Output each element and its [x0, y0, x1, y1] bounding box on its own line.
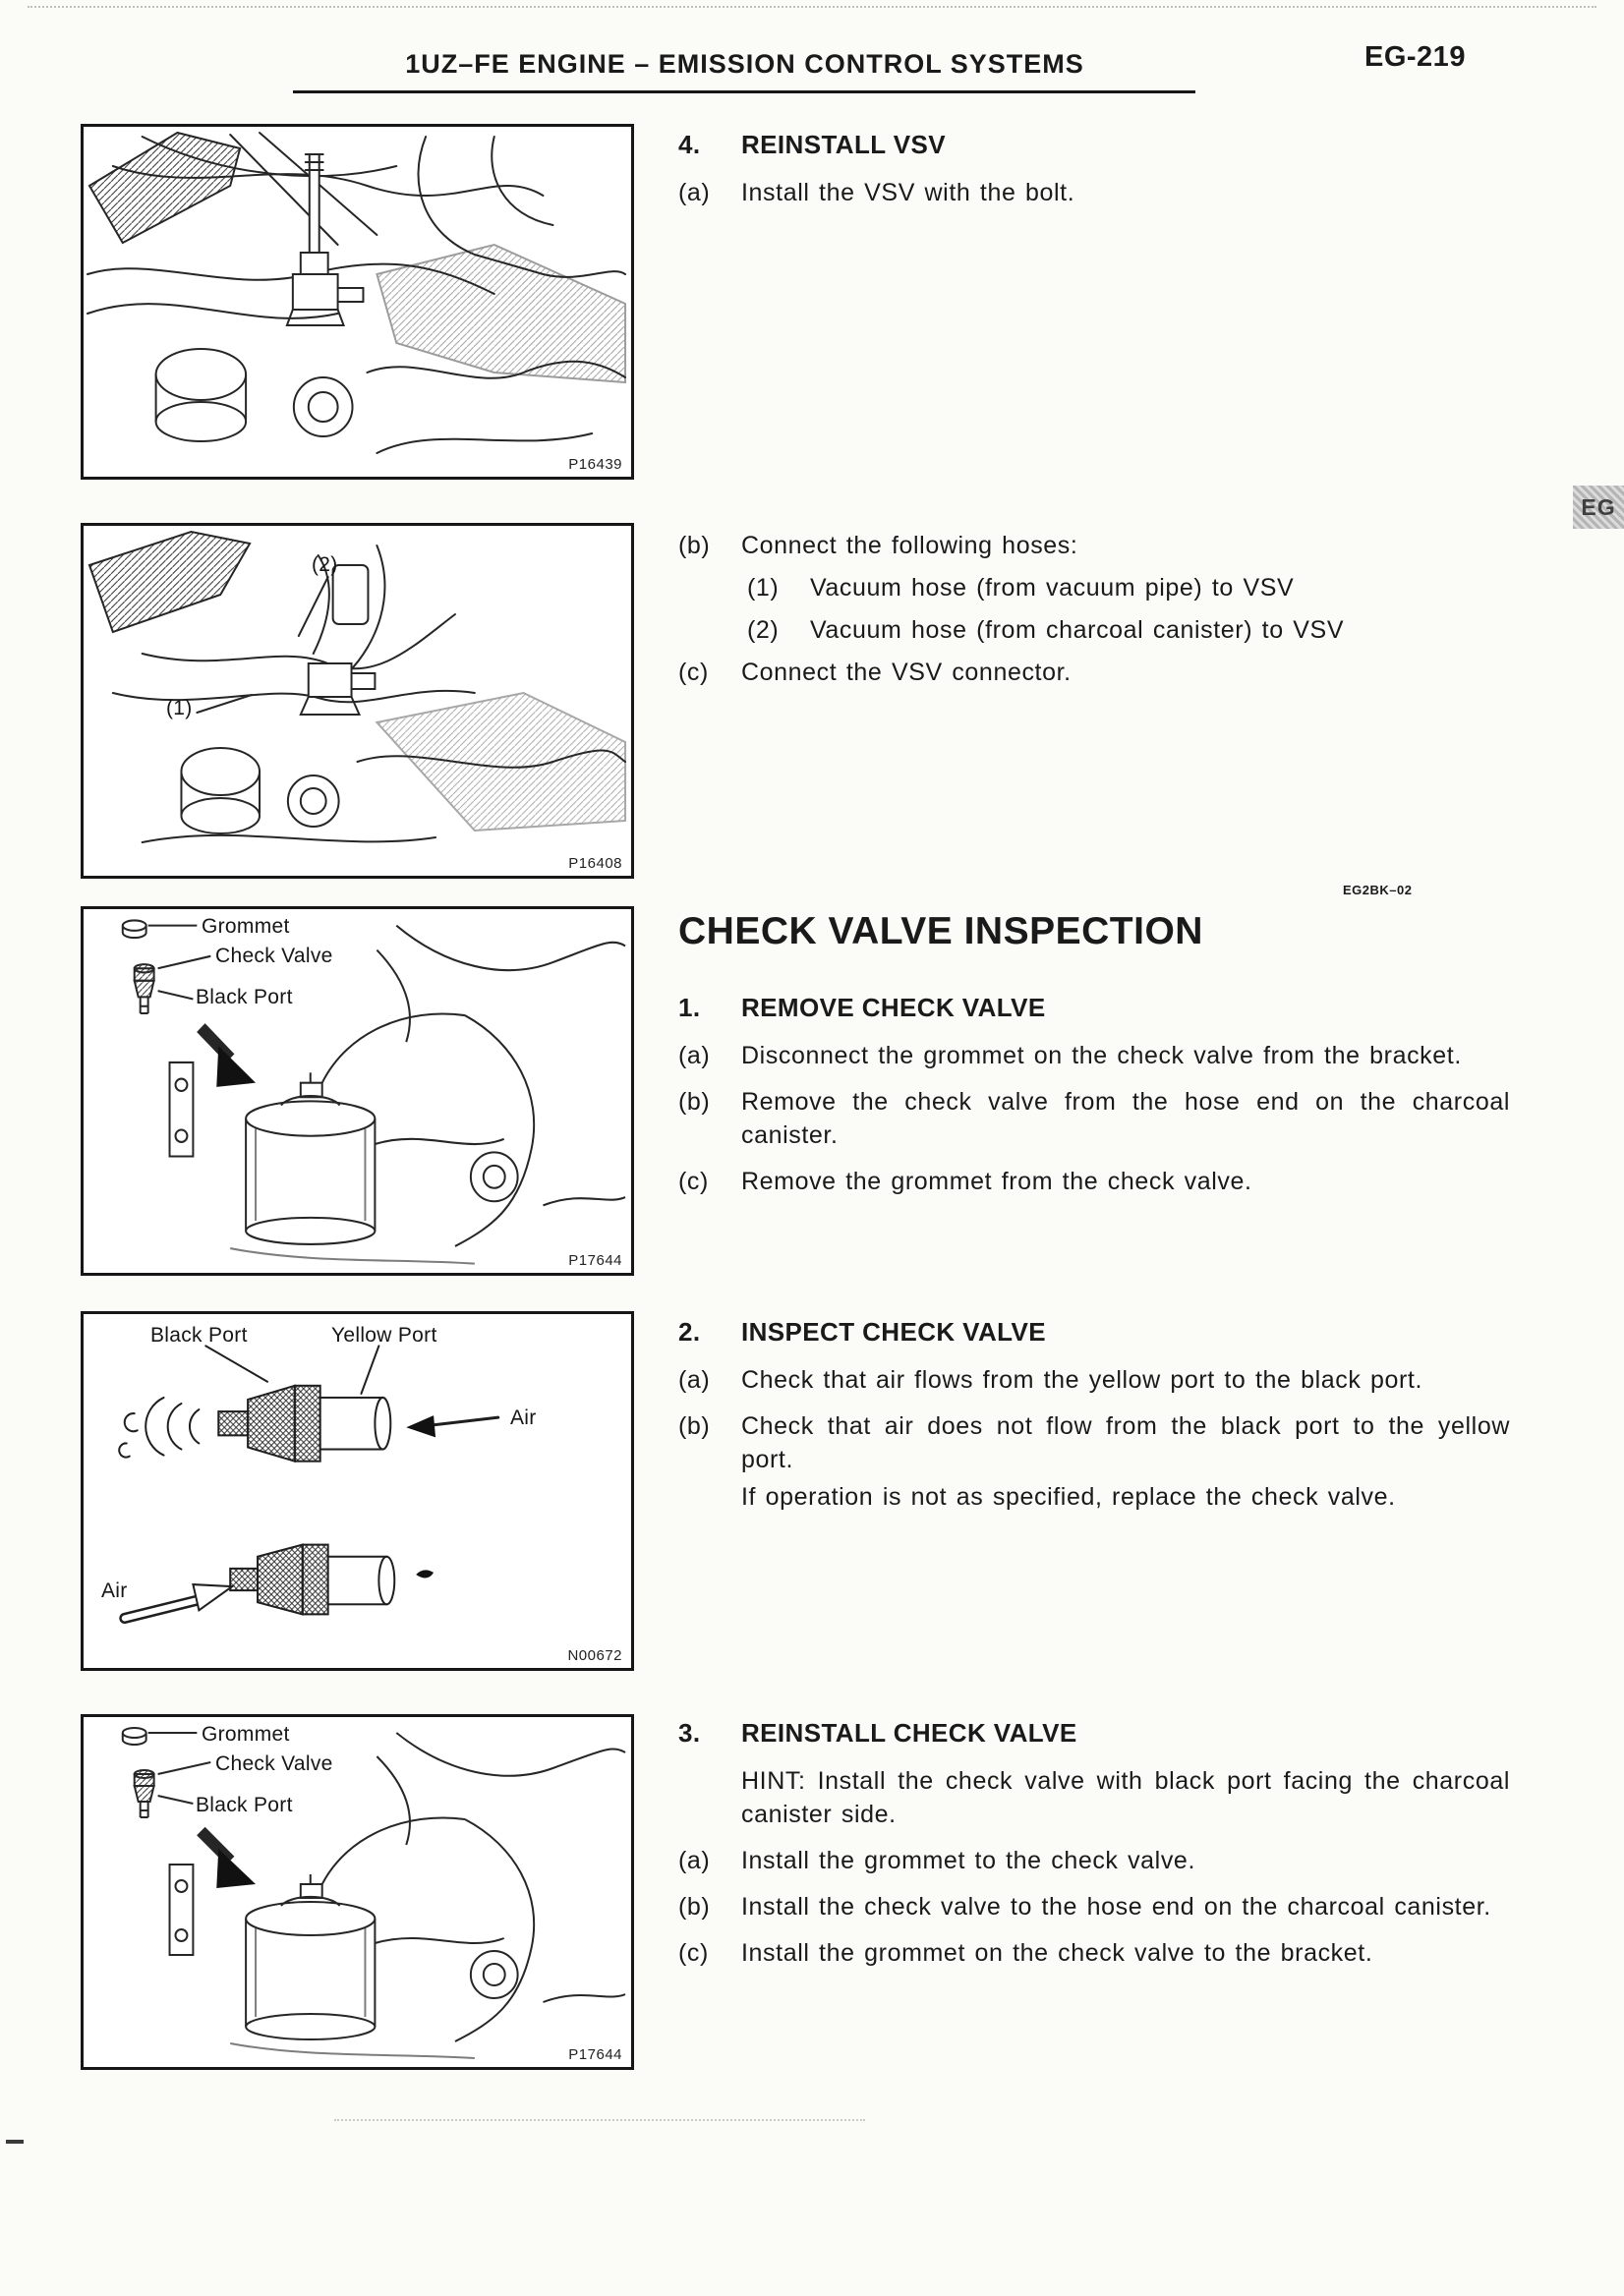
- step-a: (a) Disconnect the grommet on the check …: [678, 1039, 1510, 1072]
- black-port-label: Black Port: [196, 1794, 293, 1816]
- scan-artifact-bottom: [334, 2119, 865, 2121]
- step-text: Connect the following hoses:: [741, 532, 1078, 559]
- step-c: (c) Install the grommet on the check val…: [678, 1936, 1510, 1970]
- scan-artifact-dash: [6, 2140, 24, 2144]
- step-a: (a) Check that air flows from the yellow…: [678, 1363, 1510, 1397]
- step-b-2: (2) Vacuum hose (from charcoal canister)…: [747, 613, 1510, 647]
- yellow-port-label: Yellow Port: [331, 1324, 437, 1347]
- section-tab-eg: EG: [1573, 486, 1624, 529]
- figure-code: N00672: [567, 1647, 622, 1664]
- step-label: (b): [678, 1412, 711, 1440]
- step-label: (a): [678, 1366, 711, 1394]
- step-label: (c): [678, 1168, 709, 1195]
- scan-artifact-top: [28, 6, 1596, 8]
- step-text: Disconnect the grommet on the check valv…: [741, 1042, 1462, 1069]
- step-label: (c): [678, 659, 709, 686]
- check-valve-airflow-illustration: [118, 1345, 500, 1624]
- step-b-note: If operation is not as specified, replac…: [678, 1480, 1510, 1514]
- step-text: Remove the check valve from the hose end…: [741, 1088, 1510, 1149]
- air-out-label: Air: [101, 1579, 128, 1602]
- step-text: Remove the grommet from the check valve.: [741, 1168, 1252, 1195]
- step-b: (b) Connect the following hoses:: [678, 529, 1510, 562]
- page-number: EG-219: [1364, 41, 1466, 73]
- section-number: 2.: [678, 1317, 701, 1347]
- step-b: (b) Install the check valve to the hose …: [678, 1890, 1510, 1923]
- step-label: (b): [678, 532, 711, 559]
- step-b-1: (1) Vacuum hose (from vacuum pipe) to VS…: [747, 571, 1510, 604]
- step-label: (b): [678, 1088, 711, 1116]
- step-label: (2): [747, 616, 780, 644]
- section-3-reinstall-check-valve: 3. REINSTALL CHECK VALVE HINT: Install t…: [678, 1718, 1510, 1982]
- section-number: 3.: [678, 1718, 701, 1748]
- step-label: [678, 1764, 741, 1831]
- step-a: (a) Install the grommet to the check val…: [678, 1844, 1510, 1877]
- engine-vsv-illustration: [86, 131, 627, 454]
- section-number: 1.: [678, 993, 701, 1022]
- step-text: HINT: Install the check valve with black…: [741, 1767, 1510, 1828]
- doc-code: EG2BK–02: [1343, 883, 1413, 897]
- step-label: (b): [678, 1893, 711, 1921]
- figure-code: P17644: [568, 1252, 622, 1269]
- main-heading: CHECK VALVE INSPECTION: [678, 910, 1203, 952]
- grommet-label: Grommet: [202, 915, 290, 938]
- section-title: REINSTALL CHECK VALVE: [741, 1718, 1077, 1748]
- section-tab-label: EG: [1581, 493, 1616, 520]
- step-text: If operation is not as specified, replac…: [741, 1483, 1396, 1511]
- step-text: Connect the VSV connector.: [741, 659, 1072, 686]
- step-hint: HINT: Install the check valve with black…: [678, 1764, 1510, 1831]
- callout-2: (2): [312, 553, 338, 576]
- page-header-title: 1UZ–FE ENGINE – EMISSION CONTROL SYSTEMS: [405, 49, 1084, 79]
- figure-code: P17644: [568, 2046, 622, 2063]
- section-4-reinstall-vsv: 4. REINSTALL VSV (a) Install the VSV wit…: [678, 130, 1510, 222]
- section-heading: 3. REINSTALL CHECK VALVE: [678, 1718, 1510, 1749]
- section-4-hose-connection: (b) Connect the following hoses: (1) Vac…: [678, 529, 1510, 698]
- check-valve-canister-illustration: [121, 1727, 626, 2059]
- section-2-inspect-check-valve: 2. INSPECT CHECK VALVE (a) Check that ai…: [678, 1317, 1510, 1526]
- black-port-label: Black Port: [150, 1324, 248, 1347]
- figure-check-valve-reinstall: Grommet Check Valve Black Port P17644: [81, 1714, 634, 2070]
- black-port-label: Black Port: [196, 986, 293, 1008]
- figure-code: P16408: [568, 855, 622, 872]
- figure-check-valve-airflow-test: Black Port Yellow Port Air Air N00672: [81, 1311, 634, 1671]
- step-b: (b) Check that air does not flow from th…: [678, 1409, 1510, 1476]
- step-label: [678, 1480, 741, 1514]
- step-a: (a) Install the VSV with the bolt.: [678, 176, 1510, 209]
- step-text: Install the check valve to the hose end …: [741, 1893, 1491, 1921]
- step-label: (a): [678, 1042, 711, 1069]
- figure-vsv-installation: P16439: [81, 124, 634, 480]
- section-heading: 4. REINSTALL VSV: [678, 130, 1510, 160]
- step-b: (b) Remove the check valve from the hose…: [678, 1085, 1510, 1152]
- check-valve-label: Check Valve: [215, 945, 333, 967]
- step-text: Check that air does not flow from the bl…: [741, 1412, 1510, 1473]
- header-rule: [293, 90, 1195, 93]
- engine-hose-illustration: [87, 530, 627, 843]
- step-text: Install the grommet to the check valve.: [741, 1847, 1195, 1874]
- step-label: (1): [747, 574, 780, 602]
- check-valve-label: Check Valve: [215, 1752, 333, 1775]
- step-label: (a): [678, 1847, 711, 1874]
- section-title: REMOVE CHECK VALVE: [741, 993, 1046, 1022]
- section-title: INSPECT CHECK VALVE: [741, 1317, 1047, 1347]
- figure-code: P16439: [568, 456, 622, 473]
- air-in-label: Air: [510, 1406, 537, 1429]
- section-heading: 1. REMOVE CHECK VALVE: [678, 993, 1510, 1023]
- callout-1: (1): [166, 697, 193, 719]
- grommet-label: Grommet: [202, 1723, 290, 1746]
- step-text: Vacuum hose (from vacuum pipe) to VSV: [810, 574, 1295, 602]
- figure-vsv-hose-connection: (2) (1) P16408: [81, 523, 634, 879]
- section-heading: 2. INSPECT CHECK VALVE: [678, 1317, 1510, 1348]
- section-number: 4.: [678, 130, 701, 159]
- section-1-remove-check-valve: 1. REMOVE CHECK VALVE (a) Disconnect the…: [678, 993, 1510, 1211]
- step-text: Check that air flows from the yellow por…: [741, 1366, 1422, 1394]
- step-label: (a): [678, 179, 711, 206]
- step-c: (c) Connect the VSV connector.: [678, 656, 1510, 689]
- step-text: Install the grommet on the check valve t…: [741, 1939, 1373, 1967]
- figure-check-valve-removal: Grommet Check Valve Black Port P17644: [81, 906, 634, 1276]
- step-label: (c): [678, 1939, 709, 1967]
- section-title: REINSTALL VSV: [741, 130, 946, 159]
- step-c: (c) Remove the grommet from the check va…: [678, 1165, 1510, 1198]
- step-text: Install the VSV with the bolt.: [741, 179, 1075, 206]
- check-valve-canister-illustration: [121, 919, 626, 1265]
- step-text: Vacuum hose (from charcoal canister) to …: [810, 616, 1345, 644]
